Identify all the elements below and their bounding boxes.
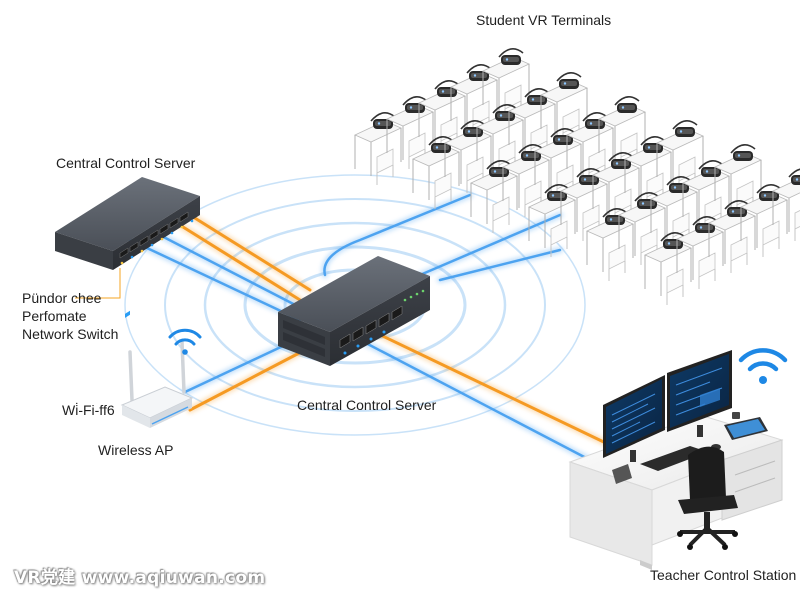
- student-desk: [566, 112, 614, 185]
- wireless-ap: [120, 340, 194, 428]
- central-control-server-mid-label: Central Control Server: [297, 397, 437, 413]
- monitor-left: [603, 375, 665, 462]
- student-desk: [482, 48, 530, 121]
- wifi-icon: [168, 328, 202, 355]
- central-control-server-top: [55, 177, 200, 318]
- wifi6-label: Wi̇-Fi-ff6: [62, 402, 115, 418]
- student-desk: [354, 112, 402, 185]
- student-desk: [708, 200, 756, 273]
- teacher-control-station: [568, 350, 784, 570]
- student-vr-terminals: [354, 48, 800, 305]
- student-desk: [502, 144, 550, 217]
- tablet-icon: [724, 417, 768, 440]
- student-desk: [592, 152, 640, 225]
- vr-headset-icon: [788, 168, 800, 185]
- vr-headset-icon: [614, 96, 640, 113]
- wifi-icon-teacher: [738, 348, 788, 384]
- vr-headset-icon: [730, 144, 756, 161]
- switch-label-line-2: Perfomate: [22, 308, 87, 324]
- student-desk: [624, 136, 672, 209]
- student-desk: [740, 184, 788, 257]
- central-control-server-top-label: Central Control Server: [56, 155, 196, 171]
- vr-headset-icon: [672, 120, 698, 137]
- wireless-ap-label: Wireless AP: [98, 442, 174, 458]
- teacher-control-station-label: Teacher Control Station: [650, 567, 797, 583]
- central-control-server-mid: [278, 256, 430, 366]
- student-desk: [656, 120, 704, 193]
- monitor-right: [667, 350, 732, 437]
- student-vr-terminals-label: Student VR Terminals: [476, 12, 612, 28]
- vr-headset-icon: [466, 64, 492, 81]
- student-desk: [450, 64, 498, 137]
- student-desk: [772, 168, 800, 241]
- student-desk: [618, 192, 666, 265]
- student-desk: [560, 168, 608, 241]
- student-desk: [528, 184, 576, 257]
- watermark: VR党建 www.aqiuwan.com: [14, 568, 266, 588]
- student-desk: [386, 96, 434, 169]
- vr-headset-icon: [498, 48, 524, 65]
- switch-label-line-1: Pündor chee: [22, 290, 102, 306]
- student-desk: [714, 144, 762, 217]
- chair: [677, 446, 738, 550]
- network-switch-label: Pündor chee Perfomate Network Switch: [22, 289, 118, 343]
- student-desk: [508, 88, 556, 161]
- student-desk: [540, 72, 588, 145]
- student-desk: [418, 80, 466, 153]
- server-ports: [119, 211, 189, 259]
- vr-headset-icon: [556, 72, 582, 89]
- wired-links: [172, 212, 613, 448]
- student-desk: [534, 128, 582, 201]
- switch-label-line-3: Network Switch: [22, 326, 119, 342]
- student-desk: [412, 136, 460, 209]
- student-desk: [676, 216, 724, 289]
